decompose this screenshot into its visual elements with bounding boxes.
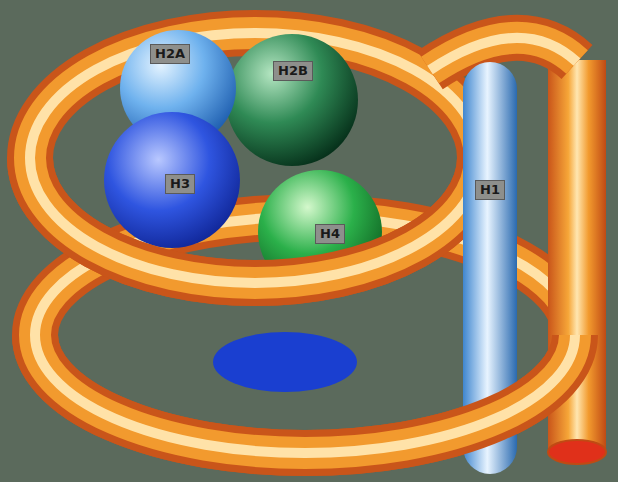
histone-label: H2A [150,44,190,64]
histone-name: H4 [320,226,340,242]
histone-label: H3 [165,174,195,194]
histone-sphere [226,34,358,166]
histone-label: H1 [475,180,505,200]
histone-name: H3 [170,176,190,192]
histone-sphere [104,112,240,248]
histone-label: H4 [315,224,345,244]
histone-name: H2B [278,63,308,79]
dna-coil-upper-front [30,158,480,283]
histone-name: H2A [155,46,185,62]
histone-core-lower [213,332,357,392]
histone-name: H1 [480,182,500,198]
dna-coil-lower-front [35,335,575,453]
histone-label: H2B [273,61,313,81]
